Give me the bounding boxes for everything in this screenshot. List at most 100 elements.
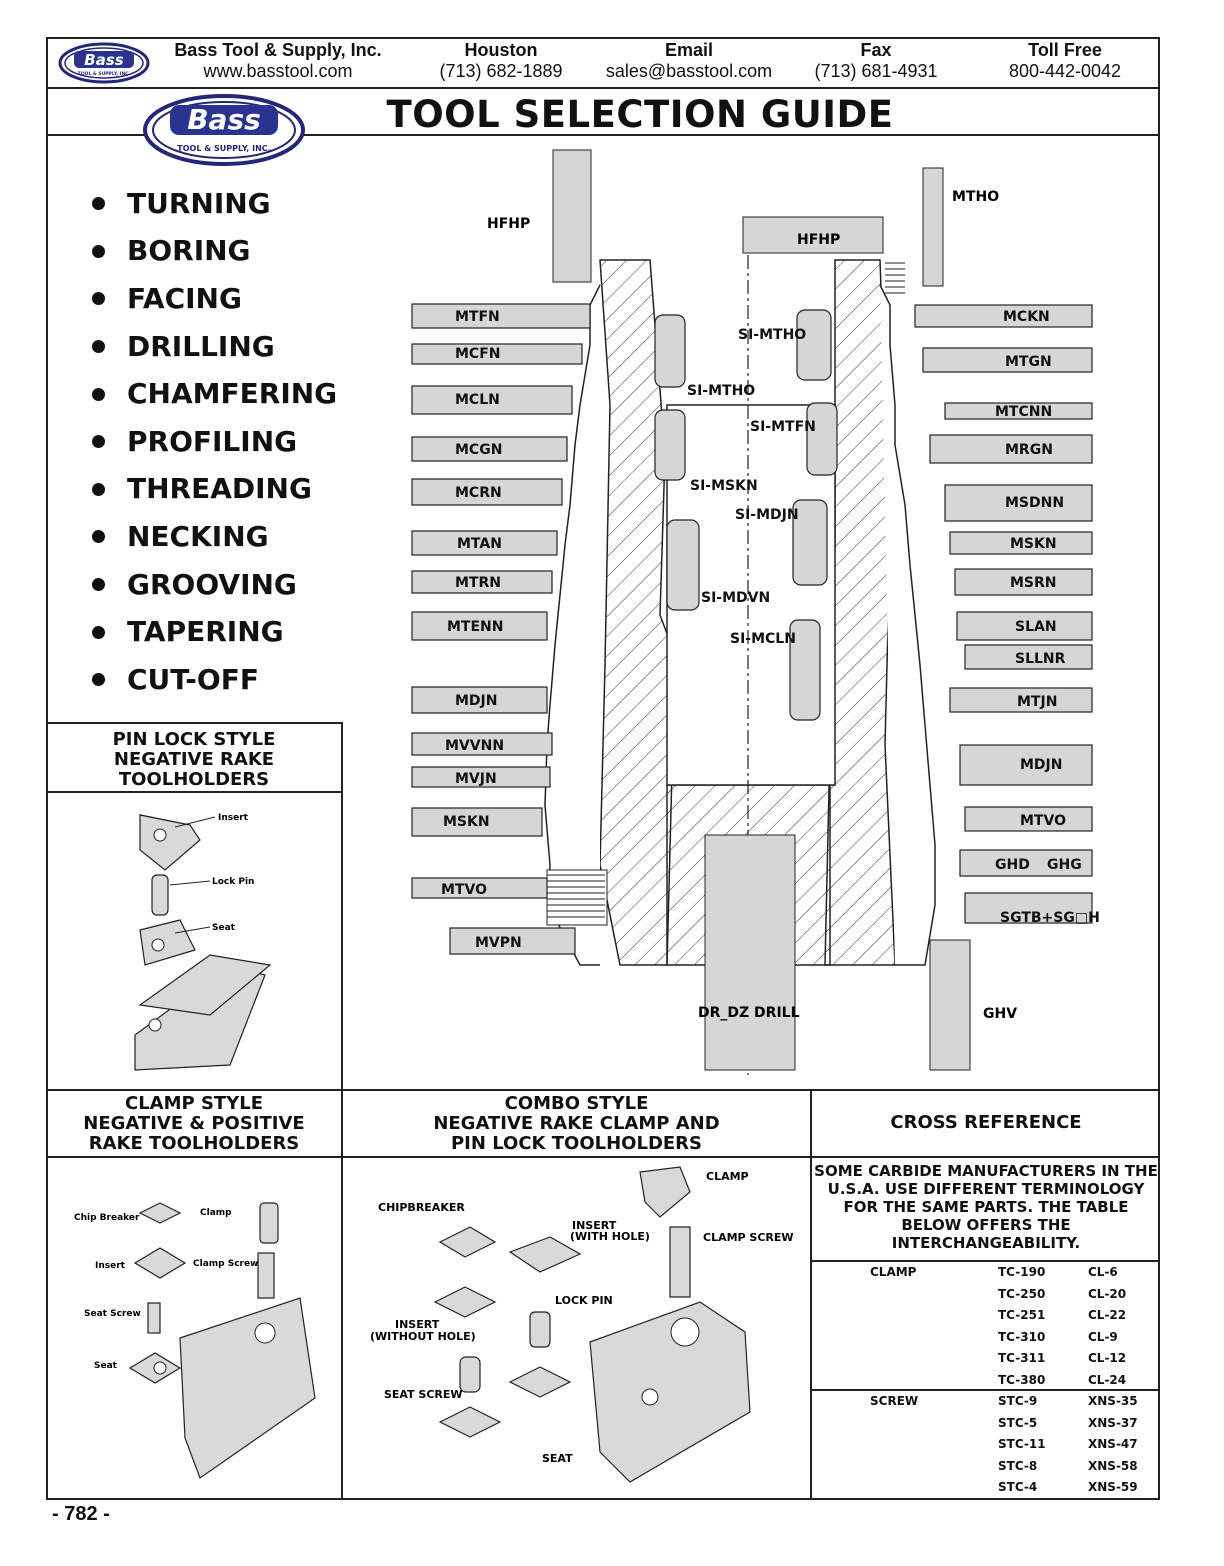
xref-cell: TC-251 [998,1308,1046,1323]
drill-shape [704,834,796,1071]
xref-cell: CL-24 [1088,1373,1127,1387]
xref-vline [810,1089,812,1500]
bullet-icon [92,340,105,354]
xref-group-name: SCREW [870,1394,919,1408]
tool-label-left-mvpn: MVPN [475,935,522,951]
header-logo-text: Bass [84,51,123,69]
bullet-icon [92,435,105,449]
operation-item: NECKING [92,513,337,561]
xref-cell: CL-9 [1088,1329,1118,1344]
page-number: - 782 - [52,1503,110,1525]
tool-label-left-mskn: MSKN [443,814,490,830]
fax-block: Fax (713) 681-4931 [800,40,952,82]
operation-item: FACING [92,275,337,323]
tool-label-left-mcln: MCLN [455,392,500,408]
xref-group-name: CLAMP [870,1265,917,1279]
bullet-icon [92,482,105,496]
operation-item: DRILLING [92,323,337,371]
xref-cell: XNS-37 [1088,1415,1138,1430]
clamp-part-chipbreaker: Chip Breaker [74,1213,140,1223]
tollfree-block: Toll Free 800-442-0042 [990,40,1140,82]
clamp-part-clamp: Clamp [200,1208,232,1218]
tool-label-left-mtenn: MTENN [447,619,503,635]
pinlock-diagram: Insert Lock Pin Seat [134,813,272,1071]
combo-part-insert-withhole: (WITH HOLE) [570,1230,650,1243]
xref-cell: CL-20 [1088,1286,1127,1301]
city-label: Houston [464,40,538,60]
tool-label-left-mcgn: MCGN [455,442,502,458]
boring-label-si-mcln: SI-MCLN [730,631,796,647]
xref-cell: STC-11 [998,1437,1046,1452]
tool-label-left-mtvo: MTVO [441,882,487,898]
ops-divider [46,722,342,724]
xref-cell: STC-9 [998,1394,1038,1408]
email-label: Email [664,40,714,60]
tool-label-right-mckn: MCKN [1003,309,1050,325]
tollfree-label: Toll Free [1028,40,1102,60]
boring-label-si-mtho: SI-MTHO [738,327,806,343]
tool-label-right-msdnn: MSDNN [1005,495,1064,511]
operation-item: TURNING [92,180,337,228]
main-logo: Bass TOOL & SUPPLY, INC. [143,94,305,166]
xref-title: CROSS REFERENCE [890,1112,1082,1133]
operation-item: TAPERING [92,608,337,656]
xref-cell: XNS-47 [1088,1437,1138,1452]
tool-label-right-msrn: MSRN [1010,575,1057,591]
header-logo: Bass TOOL & SUPPLY, INC. [58,42,150,84]
tool-label-right-ghg: GHG [1047,857,1082,873]
tool-label-right-mtgn: MTGN [1005,354,1052,370]
clamp-style-diagram: Chip Breaker Clamp Insert Clamp Screw Se… [74,1202,316,1479]
pinlock-vline [341,722,343,1500]
xref-cell: TC-250 [998,1286,1046,1301]
bullet-icon [92,530,105,544]
boring-label-si-mskn: SI-MSKN [690,478,758,494]
combo-part-insert: INSERT [572,1219,617,1232]
tool-label-right-mrgn: MRGN [1005,442,1053,458]
xref-note: SOME CARBIDE MANUFACTURERS IN THE U.S.A.… [814,1162,1158,1252]
tool-label-right-sgtb-sg-h: SGTB+SG□H [1000,910,1100,926]
pinlock-title-divider [46,791,342,793]
bullet-icon [92,292,105,306]
xref-note-divider [812,1260,1160,1262]
xref-cell: CL-6 [1088,1265,1118,1279]
tool-label-right-sllnr: SLLNR [1015,651,1066,667]
xref-cell: CL-22 [1088,1308,1127,1323]
combo-part-seatscrew: SEAT SCREW [384,1388,463,1401]
combo-part-chipbreaker: CHIPBREAKER [378,1201,465,1214]
bullet-icon [92,673,105,687]
label-mtho: MTHO [952,189,999,205]
tool-label-left-mcrn: MCRN [455,485,502,501]
bullet-icon [92,625,105,639]
pinlock-part-seat: Seat [212,923,236,933]
tool-label-left-mvjn: MVJN [455,771,497,787]
pinlock-part-insert: Insert [218,813,249,823]
company-block: Bass Tool & Supply, Inc. www.basstool.co… [150,40,406,82]
combo-part-insert2: INSERT [395,1318,440,1331]
clamp-part-insert: Insert [95,1261,126,1271]
page-title: TOOL SELECTION GUIDE [386,93,894,136]
tool-label-left-mtrn: MTRN [455,575,501,591]
tool-label-right-slan: SLAN [1015,619,1057,635]
operation-item: BORING [92,228,337,276]
xref-cell: TC-311 [998,1351,1046,1366]
bullet-icon [92,197,105,211]
combo-part-lockpin: LOCK PIN [555,1294,613,1307]
clamp-part-clampscrew: Clamp Screw [193,1259,258,1269]
combo-part-seat: SEAT [542,1452,573,1465]
tool-label-left-mcfn: MCFN [455,346,501,362]
company-name: Bass Tool & Supply, Inc. [174,40,382,60]
header-divider [46,87,1160,89]
fax-number: (713) 681-4931 [814,61,938,81]
company-website[interactable]: www.basstool.com [203,61,353,81]
tool-label-left-mtan: MTAN [457,536,502,552]
main-logo-text: Bass [187,103,261,136]
tool-label-right-mtjn: MTJN [1017,694,1057,710]
tool-label-right-mskn: MSKN [1010,536,1057,552]
operation-item: THREADING [92,466,337,514]
fax-label: Fax [860,40,892,60]
svg-text:TOOL & SUPPLY, INC.: TOOL & SUPPLY, INC. [177,144,270,153]
email-address[interactable]: sales@basstool.com [605,61,773,81]
